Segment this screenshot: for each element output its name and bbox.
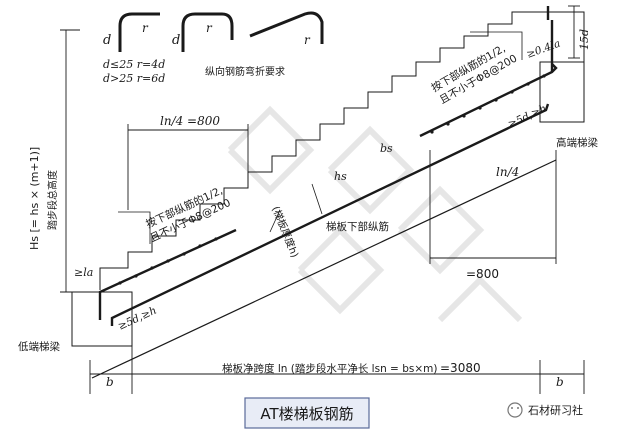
- bend-title: 纵向钢筋弯折要求: [205, 65, 285, 78]
- b-left-label: b: [106, 375, 114, 389]
- high-end-beam: [539, 11, 585, 123]
- wechat-icon: [507, 402, 523, 418]
- low-end-beam: [71, 291, 133, 347]
- span-value: =3080: [440, 361, 481, 375]
- bottom-ln4-label: ln/4: [496, 165, 519, 179]
- hs-axis-sublabel: 踏步段总高度: [46, 170, 59, 230]
- caption-box: AT楼梯板钢筋: [244, 397, 370, 429]
- bend-r-1: r: [142, 21, 149, 35]
- bend-rule-2: d>25 r=6d: [103, 72, 165, 85]
- bend-d-1: d: [103, 33, 111, 48]
- leader-lines: [118, 31, 523, 244]
- bottom-rebar-label: 梯板下部纵筋: [326, 220, 389, 233]
- bottom-ln4-value: =800: [466, 267, 499, 281]
- high-beam-label: 高端梯梁: [556, 136, 598, 149]
- dim-15d: [568, 5, 580, 59]
- stair-steps: [99, 11, 540, 290]
- watermark-logo: 石材研习社: [507, 402, 583, 418]
- dim-hs-vertical: [60, 29, 80, 293]
- l04-label: ≥0.4la: [525, 38, 562, 61]
- bend-d-2: d: [172, 33, 180, 48]
- top-ln4-label: ln/4 =800: [160, 114, 220, 128]
- slab-bottom-line: [91, 159, 557, 379]
- top-rebar-low-dots: [118, 237, 218, 285]
- watermark-text: 石材研习社: [528, 403, 583, 417]
- bottom-rebar: [110, 103, 550, 326]
- top-rebar-low: [98, 228, 237, 320]
- top-rebar-high-dots: [430, 74, 546, 134]
- dim-bottom-ln4: [429, 150, 557, 264]
- bend-r-3: r: [304, 33, 311, 47]
- background-watermark: [227, 105, 523, 323]
- hs-label: hs: [334, 170, 347, 183]
- thickness-label: (梯板厚度h): [269, 204, 301, 259]
- top-rebar-high: [419, 6, 558, 138]
- b-right-label: b: [556, 375, 564, 389]
- low-beam-label: 低端梯梁: [18, 340, 60, 353]
- dim-span: [89, 346, 585, 394]
- caption-text: AT楼梯板钢筋: [260, 405, 353, 423]
- bend-detail: d r d r r d≤25 r=4d d>25 r=6d 纵向钢筋弯折要求: [103, 11, 324, 85]
- span-label: 梯板净跨度 ln (踏步段水平净长 lsn = bs×m): [222, 362, 437, 375]
- bs-label: bs: [380, 142, 393, 155]
- dim-top-ln4: [127, 124, 249, 210]
- bend-rule-1: d≤25 r=4d: [103, 58, 165, 71]
- hs-axis-label: Hs [= hs × (m+1)]: [28, 147, 41, 250]
- dim-15d-label: 15d: [578, 29, 591, 50]
- bend-r-2: r: [206, 21, 213, 35]
- la-label: ≥la: [74, 266, 93, 279]
